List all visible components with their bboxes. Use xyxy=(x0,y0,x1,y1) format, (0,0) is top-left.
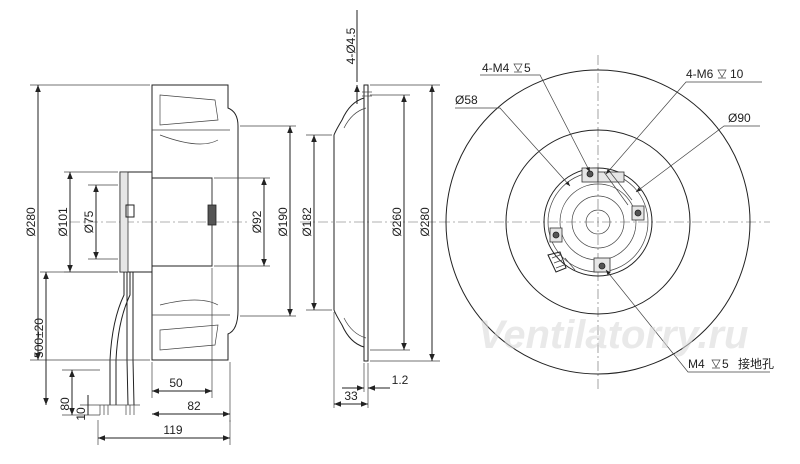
dim-side-w82: 82 xyxy=(187,399,201,413)
dim-ring-holes: 4-Ø4.5 xyxy=(344,27,358,64)
dim-ring-t12: 1.2 xyxy=(392,373,409,387)
dim-ring-w33: 33 xyxy=(344,389,358,403)
dim-cable-length: 500±20 xyxy=(32,318,46,358)
dim-ring-d182: Ø182 xyxy=(300,207,314,237)
label-m6: 4-M6 xyxy=(686,67,714,81)
front-view: 4-M4 5 4-M6 10 Ø58 Ø90 M4 5 接地孔 xyxy=(440,55,774,392)
dim-side-w119: 119 xyxy=(163,423,182,437)
dim-side-d101: Ø101 xyxy=(56,207,70,237)
label-d90: Ø90 xyxy=(728,111,751,125)
dim-ring-d260: Ø260 xyxy=(390,207,404,237)
label-ground-text: 接地孔 xyxy=(738,356,774,371)
label-m6-depth: 10 xyxy=(730,67,744,81)
side-view: Ø280 Ø101 Ø75 Ø92 Ø190 500±20 80 10 xyxy=(24,84,296,445)
dim-side-d75: Ø75 xyxy=(82,210,96,233)
inlet-ring-view: 4-Ø4.5 Ø182 Ø260 Ø280 33 1.2 xyxy=(300,10,440,408)
watermark: Ventilatorry.ru xyxy=(478,313,748,357)
dim-ring-d280: Ø280 xyxy=(418,207,432,237)
dim-side-d190: Ø190 xyxy=(276,207,290,237)
dim-side-d280: Ø280 xyxy=(24,207,38,237)
label-m4: 4-M4 xyxy=(482,61,510,75)
dim-side-w50: 50 xyxy=(169,376,183,390)
dim-side-h10: 10 xyxy=(74,407,88,421)
label-d58: Ø58 xyxy=(455,93,478,107)
label-ground-depth: 5 xyxy=(722,357,729,371)
label-m4-depth: 5 xyxy=(524,61,531,75)
label-ground-hole: M4 xyxy=(688,357,705,371)
dim-side-d92: Ø92 xyxy=(250,210,264,233)
dim-side-h80: 80 xyxy=(58,397,72,411)
